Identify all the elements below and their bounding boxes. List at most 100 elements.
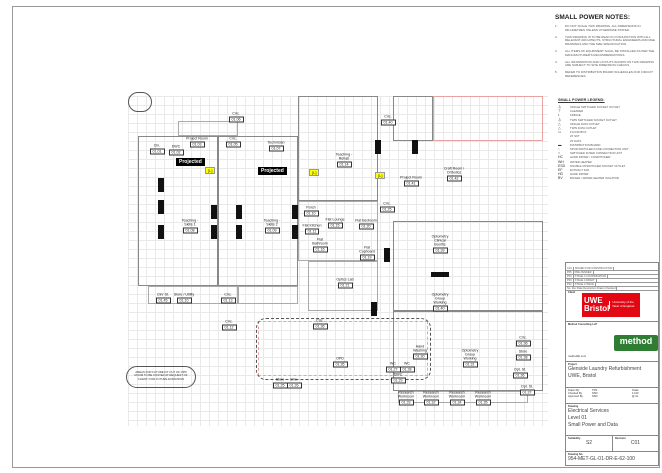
- drawing-title-2: Level 01: [568, 415, 587, 421]
- client-label: Client: [568, 291, 576, 294]
- note-item: 3.ALL ITEMS OF EQUIPMENT SHALL BE INSTAL…: [555, 49, 655, 57]
- revision-header: No. Rev Date Description Drawn Checked: [566, 287, 658, 291]
- room-name: Hand Washing: [413, 344, 427, 353]
- legend-item: ○SWITCHED FUSED CONNECTION UNIT: [558, 151, 658, 155]
- suitability-section: Suitability S2: [566, 435, 612, 451]
- distribution-board-icon: [158, 200, 164, 214]
- distribution-board-icon: [211, 225, 217, 239]
- room-name: Craft Room / Orthotics: [443, 166, 465, 175]
- room-name: Circ.: [290, 377, 298, 382]
- room-name: Porch: [306, 205, 316, 210]
- legend-item: ⏃TWIN SWITCHED SOCKET OUTLET: [558, 118, 658, 122]
- note-item: 5. REFER TO DISTRIBUTION BOARD SCHEDULES …: [555, 70, 655, 78]
- room-name: Store / Utility: [173, 292, 195, 297]
- room-name: WC: [390, 361, 396, 366]
- room-label: Circ.01.25: [376, 202, 398, 213]
- room-name: Flat Kitchen: [302, 223, 322, 228]
- room-number: 01.29: [390, 377, 406, 384]
- room-number: 01.10: [303, 210, 319, 217]
- note-number: 4.: [555, 59, 558, 64]
- room-number: 01.41: [403, 180, 419, 187]
- room-number: 01.07: [268, 145, 284, 152]
- drawing-title-3: Small Power and Data: [568, 422, 618, 428]
- light-tag: [L]: [309, 169, 320, 176]
- cloud-note: AREAS FOR FUTURE FIT OUT OF OPD ROOM TO …: [126, 366, 196, 388]
- revision-cloud: [256, 318, 431, 380]
- room-number: 01.11: [304, 228, 320, 235]
- distribution-board-icon: [431, 272, 449, 277]
- legend-text: EXTRACT FAN: [570, 168, 590, 173]
- consultant-section: Method Consulting LLP methodllp.com: [566, 321, 658, 361]
- distribution-board-icon: [371, 302, 377, 316]
- room-number: 01.37: [519, 389, 535, 396]
- note-item: 2.THIS DRAWING IS TO BE READ IN CONJUNCT…: [555, 35, 655, 47]
- method-logo: method: [614, 335, 658, 351]
- note-text: DO NOT SCALE THIS DRAWING. ALL DIMENSION…: [565, 24, 641, 32]
- distribution-board-icon: [236, 205, 242, 219]
- room-number: 01.40: [432, 305, 448, 312]
- light-tag: [L]: [205, 167, 216, 174]
- room-number: 01.16: [312, 246, 328, 253]
- consultant-name: Method Consulting LLP: [568, 323, 598, 326]
- scale-label: Scale: [632, 389, 639, 392]
- room-name: Flat Bedroom: [355, 218, 377, 223]
- room-number: 01.15: [327, 222, 343, 229]
- legend-symbol-icon: HC: [558, 155, 564, 160]
- legend-item: •FRIDGE: [558, 113, 658, 117]
- revision-code: P02: [567, 283, 574, 286]
- room-number: 01.39: [432, 247, 448, 254]
- room-label: Circ.01.40: [377, 115, 399, 126]
- wall-skills-1: [138, 136, 218, 286]
- wall-craft-room: [433, 96, 543, 141]
- room-label: Clnr St.01.45: [152, 293, 174, 304]
- wall-opd: [258, 321, 428, 376]
- meta-value: TRS: [592, 389, 598, 392]
- legend-symbol-icon: △: [558, 126, 561, 131]
- room-name: Circ.: [224, 292, 232, 297]
- wall-skills-2: [218, 136, 298, 286]
- room-name: Flat Lounge: [325, 217, 345, 222]
- room-number: 01.03: [189, 141, 205, 148]
- wall-optics-lab: [308, 261, 378, 311]
- room-label: Circ.01.26: [283, 378, 305, 389]
- room-number: 01.19: [359, 254, 375, 261]
- room-label: Cln.01.01: [146, 144, 168, 155]
- revision-label: Revision: [615, 437, 626, 440]
- room-name: Teaching - Rehab: [335, 152, 353, 161]
- room-name: Teaching - Skills 2: [263, 218, 281, 227]
- legend-symbol-icon: ○: [558, 151, 561, 156]
- note-text: REFER TO DISTRIBUTION BOARD SCHEDULES FO…: [565, 70, 653, 78]
- distribution-board-icon: [236, 225, 242, 239]
- project-section: Project Glenside Laundry Refurbishment U…: [566, 361, 658, 381]
- room-number: 01.31: [462, 361, 478, 368]
- legend-symbol-icon: ⊤: [558, 109, 562, 114]
- note-item: 1.DO NOT SCALE THIS DRAWING. ALL DIMENSI…: [555, 24, 655, 32]
- legend-text: TWIN DATA OUTLET: [570, 126, 597, 131]
- legend-text: BOILER / WATER HEATER ISOLATOR: [570, 176, 619, 181]
- revision-code: P03: [567, 279, 574, 282]
- revision-cloud-small: [128, 92, 152, 112]
- note-number: 5.: [555, 70, 558, 75]
- revision-code: P04: [567, 275, 574, 278]
- wall-flat: [298, 201, 378, 261]
- room-label: Circ.01.06: [225, 112, 247, 123]
- wall-project-room: [393, 96, 433, 141]
- room-label: Circ.01.13: [217, 293, 239, 304]
- legend-item: ▭FLOOR BOX: [558, 130, 658, 134]
- legend-item: 2X SKT: [558, 134, 658, 138]
